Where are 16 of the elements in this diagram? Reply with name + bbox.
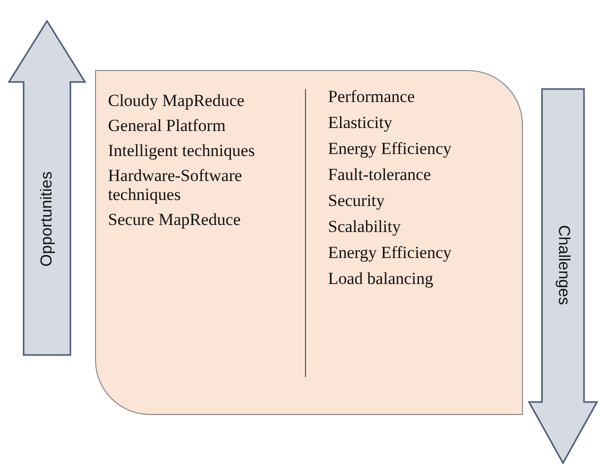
list-item: Performance	[328, 87, 416, 106]
list-item: Cloudy MapReduce	[108, 91, 246, 110]
panel	[95, 70, 523, 415]
list-item: Fault-tolerance	[328, 165, 432, 184]
arrow-label: Challenges	[554, 224, 572, 306]
list-item: Energy Efficiency	[328, 139, 453, 158]
list-item: Elasticity	[328, 113, 394, 132]
list-item: General Platform	[108, 116, 227, 135]
arrow-label: Opportunities	[38, 171, 56, 267]
list-item: Energy Efficiency	[328, 243, 453, 262]
list-item: Secure MapReduce	[108, 210, 242, 229]
list-item: Load balancing	[328, 269, 434, 288]
list-item: Security	[328, 191, 386, 210]
list-item: Scalability	[328, 217, 402, 236]
list-item: Hardware-Software techniques	[108, 166, 244, 204]
list-item: Intelligent techniques	[108, 141, 256, 160]
